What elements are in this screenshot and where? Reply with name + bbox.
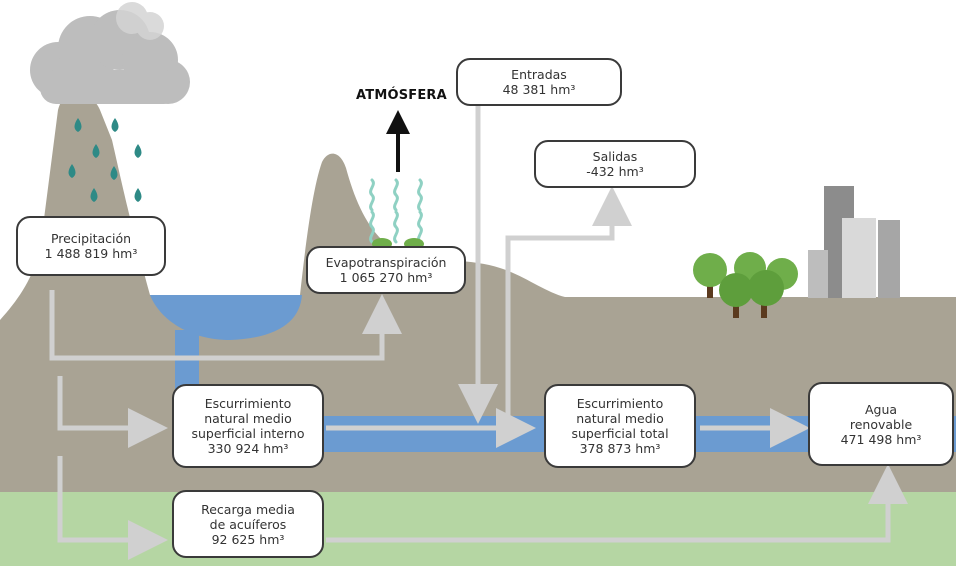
internal-runoff-value: 330 924 hm³	[207, 441, 289, 456]
inflows-box: Entradas 48 381 hm³	[456, 58, 622, 106]
total-runoff-line3: superficial total	[571, 426, 669, 441]
city-buildings	[808, 186, 900, 298]
vapor-icon	[369, 178, 423, 244]
aquifer-recharge-line2: de acuíferos	[209, 516, 287, 532]
inflows-title: Entradas	[511, 67, 567, 82]
internal-runoff-line3: superficial interno	[191, 426, 305, 441]
outflows-box: Salidas -432 hm³	[534, 140, 696, 188]
cloud-icon	[116, 2, 164, 40]
aquifer-recharge-line1: Recarga media	[201, 501, 295, 517]
precipitation-value: 1 488 819 hm³	[44, 246, 138, 261]
evapotranspiration-value: 1 065 270 hm³	[339, 270, 433, 285]
renewable-water-value: 471 498 hm³	[840, 431, 922, 447]
flow-precip-to-recharge	[57, 456, 168, 560]
precipitation-title: Precipitación	[50, 231, 132, 246]
aquifer-recharge-value: 92 625 hm³	[211, 531, 285, 547]
total-runoff-line1: Escurrimiento	[576, 396, 664, 411]
aquifer-recharge-box: Recarga media de acuíferos 92 625 hm³	[172, 490, 324, 558]
total-runoff-line2: natural medio	[576, 411, 664, 426]
flow-to-salidas	[505, 186, 632, 420]
outflows-value: -432 hm³	[586, 164, 644, 179]
lake	[150, 295, 302, 340]
raindrop-icon	[68, 118, 142, 202]
renewable-water-box: Agua renovable 471 498 hm³	[808, 382, 954, 466]
outflows-title: Salidas	[592, 149, 638, 164]
tree-icon	[693, 252, 798, 318]
inflows-value: 48 381 hm³	[502, 82, 576, 97]
flow-recharge-to-renewable	[326, 464, 908, 543]
renewable-water-line1: Agua	[864, 401, 898, 417]
internal-runoff-box: Escurrimiento natural medio superficial …	[172, 384, 324, 468]
flow-precip-to-evap	[49, 290, 402, 361]
cloud-icon	[30, 10, 190, 104]
renewable-water-line2: renovable	[849, 416, 913, 432]
evapotranspiration-box: Evapotranspiración 1 065 270 hm³	[306, 246, 466, 294]
atmosphere-label: ATMÓSFERA	[356, 88, 447, 103]
evapotranspiration-title: Evapotranspiración	[325, 255, 447, 270]
flow-precip-to-runoff	[57, 376, 168, 448]
precipitation-box: Precipitación 1 488 819 hm³	[16, 216, 166, 276]
internal-runoff-line1: Escurrimiento	[204, 396, 292, 411]
internal-runoff-line2: natural medio	[204, 411, 292, 426]
aquifer-layer	[0, 492, 956, 566]
flow-arrows	[49, 104, 908, 560]
total-runoff-value: 378 873 hm³	[579, 441, 661, 456]
total-runoff-box: Escurrimiento natural medio superficial …	[544, 384, 696, 468]
